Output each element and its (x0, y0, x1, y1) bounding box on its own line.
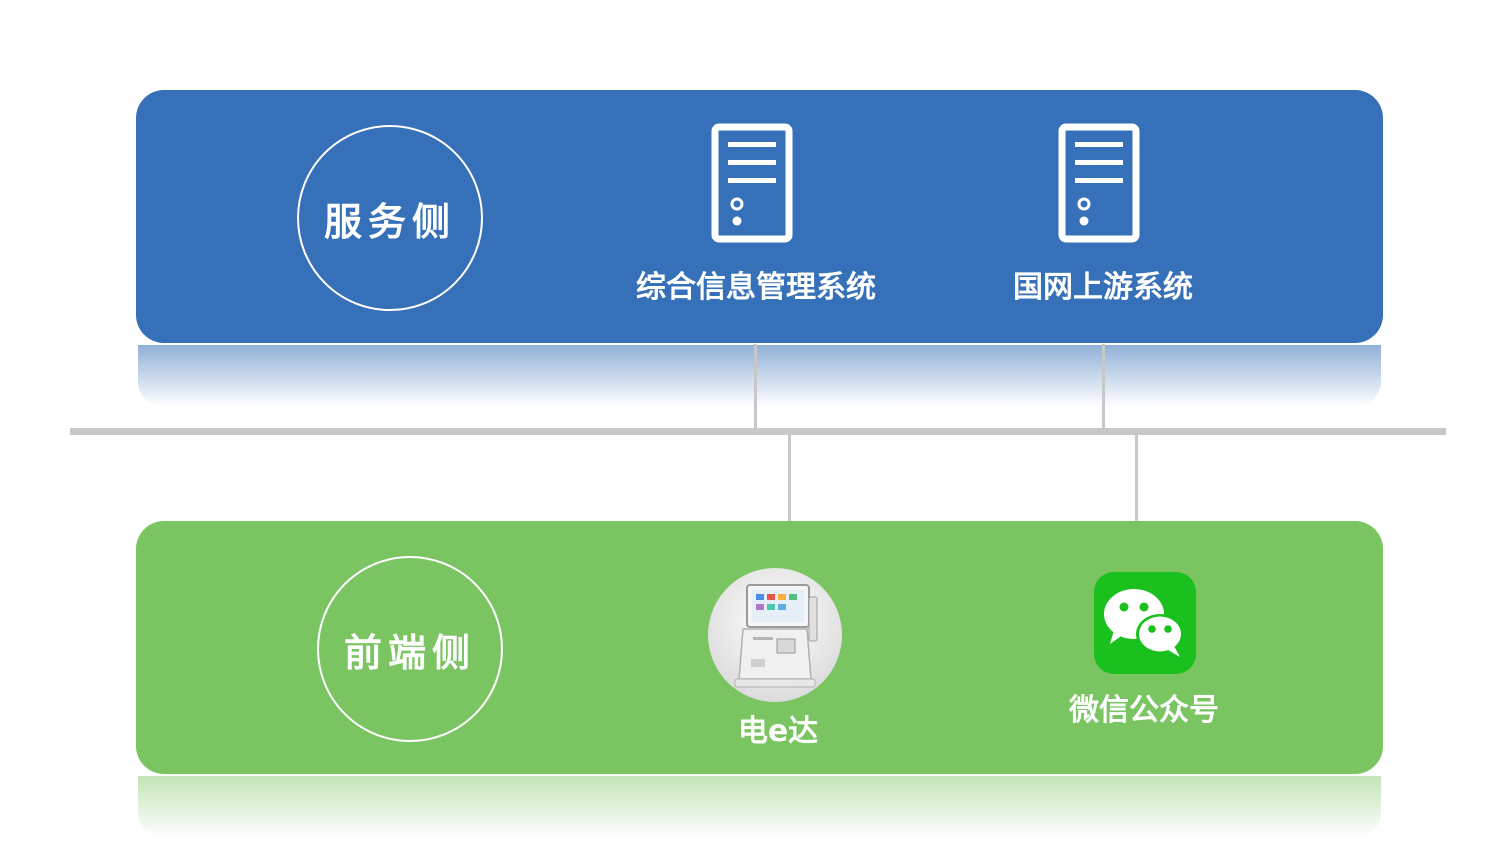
server-icon (711, 123, 793, 243)
service-panel-reflection (138, 345, 1381, 407)
connector-line (788, 433, 791, 522)
front-panel-reflection (138, 776, 1381, 838)
connector-line (1102, 344, 1105, 430)
node-label-dianeda: 电e达 (737, 714, 819, 749)
connector-line (754, 344, 757, 430)
kiosk-icon (708, 568, 842, 702)
service-side-label: 服务侧 (297, 125, 483, 311)
node-label-wechat-official-account: 微信公众号 (1069, 693, 1219, 728)
node-label-upstream-system: 国网上游系统 (1013, 270, 1193, 305)
node-label-integrated-system: 综合信息管理系统 (636, 270, 876, 305)
front-side-label: 前端侧 (317, 556, 503, 742)
server-icon (1058, 123, 1140, 243)
bus-line (70, 428, 1446, 435)
wechat-icon (1094, 572, 1196, 674)
connector-line (1135, 433, 1138, 522)
